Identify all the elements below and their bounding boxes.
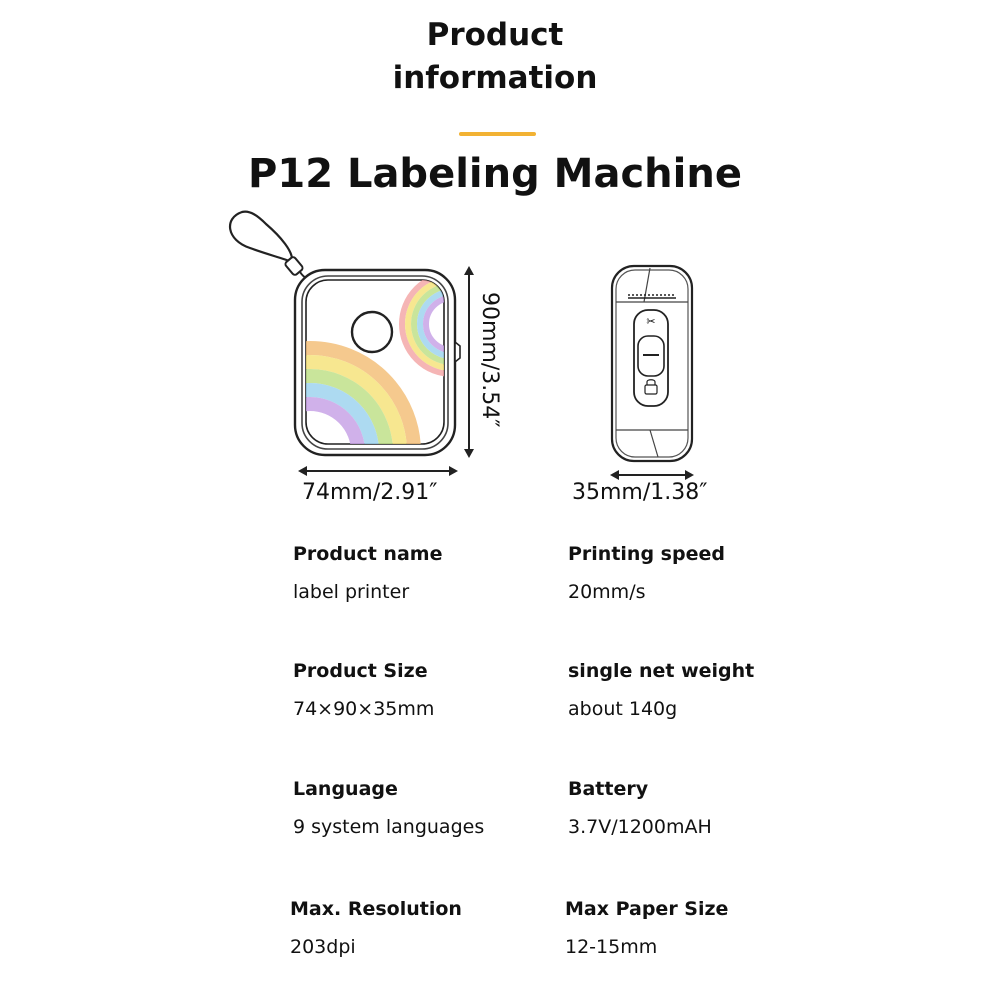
spec-label: Max Paper Size	[565, 898, 729, 920]
printer-front-illustration	[228, 210, 474, 476]
scissors-icon: ✂	[646, 315, 655, 328]
section-title: Product information	[0, 14, 990, 100]
spec-value: 74×90×35mm	[293, 698, 435, 720]
spec-label: Language	[293, 778, 398, 800]
section-title-line2: information	[392, 60, 598, 96]
lock-icon	[644, 379, 658, 395]
spec-label: Product Size	[293, 660, 428, 682]
height-dimension-arrow	[464, 266, 474, 458]
accent-divider	[459, 132, 536, 136]
product-title: P12 Labeling Machine	[248, 151, 742, 197]
spec-label: Battery	[568, 778, 649, 800]
section-title-line1: Product	[426, 17, 564, 53]
spec-value: 203dpi	[290, 936, 356, 958]
spec-value: 3.7V/1200mAH	[568, 816, 712, 838]
spec-value: 20mm/s	[568, 581, 646, 603]
side-width-label: 35mm/1.38″	[572, 480, 708, 505]
rainbow-decoration	[306, 280, 444, 444]
width-dimension-arrow	[298, 466, 458, 476]
spec-value: 12-15mm	[565, 936, 658, 958]
spec-product-name: Product name label printer	[293, 542, 442, 604]
spec-value: 9 system languages	[293, 816, 485, 838]
lanyard-strap	[228, 210, 315, 280]
spec-value: label printer	[293, 581, 410, 603]
spec-product-size: Product Size 74×90×35mm	[293, 659, 434, 721]
spec-max-paper-size: Max Paper Size 12-15mm	[565, 897, 728, 959]
front-height-label: 90mm/3.54″	[477, 292, 502, 428]
spec-net-weight: single net weight about 140g	[568, 659, 754, 721]
paper-outlet	[628, 294, 676, 299]
front-width-label: 74mm/2.91″	[302, 480, 438, 505]
spec-value: about 140g	[568, 698, 678, 720]
power-button-icon	[350, 310, 394, 354]
spec-language: Language 9 system languages	[293, 777, 484, 839]
spec-max-resolution: Max. Resolution 203dpi	[290, 897, 462, 959]
spec-label: single net weight	[568, 660, 755, 682]
printer-side-illustration: ✂	[610, 264, 694, 480]
spec-battery: Battery 3.7V/1200mAH	[568, 777, 712, 839]
spec-label: Printing speed	[568, 543, 725, 565]
spec-label: Max. Resolution	[290, 898, 462, 920]
side-button	[454, 340, 461, 364]
spec-label: Product name	[293, 543, 443, 565]
spec-printing-speed: Printing speed 20mm/s	[568, 542, 725, 604]
side-width-dimension-arrow	[610, 470, 694, 480]
